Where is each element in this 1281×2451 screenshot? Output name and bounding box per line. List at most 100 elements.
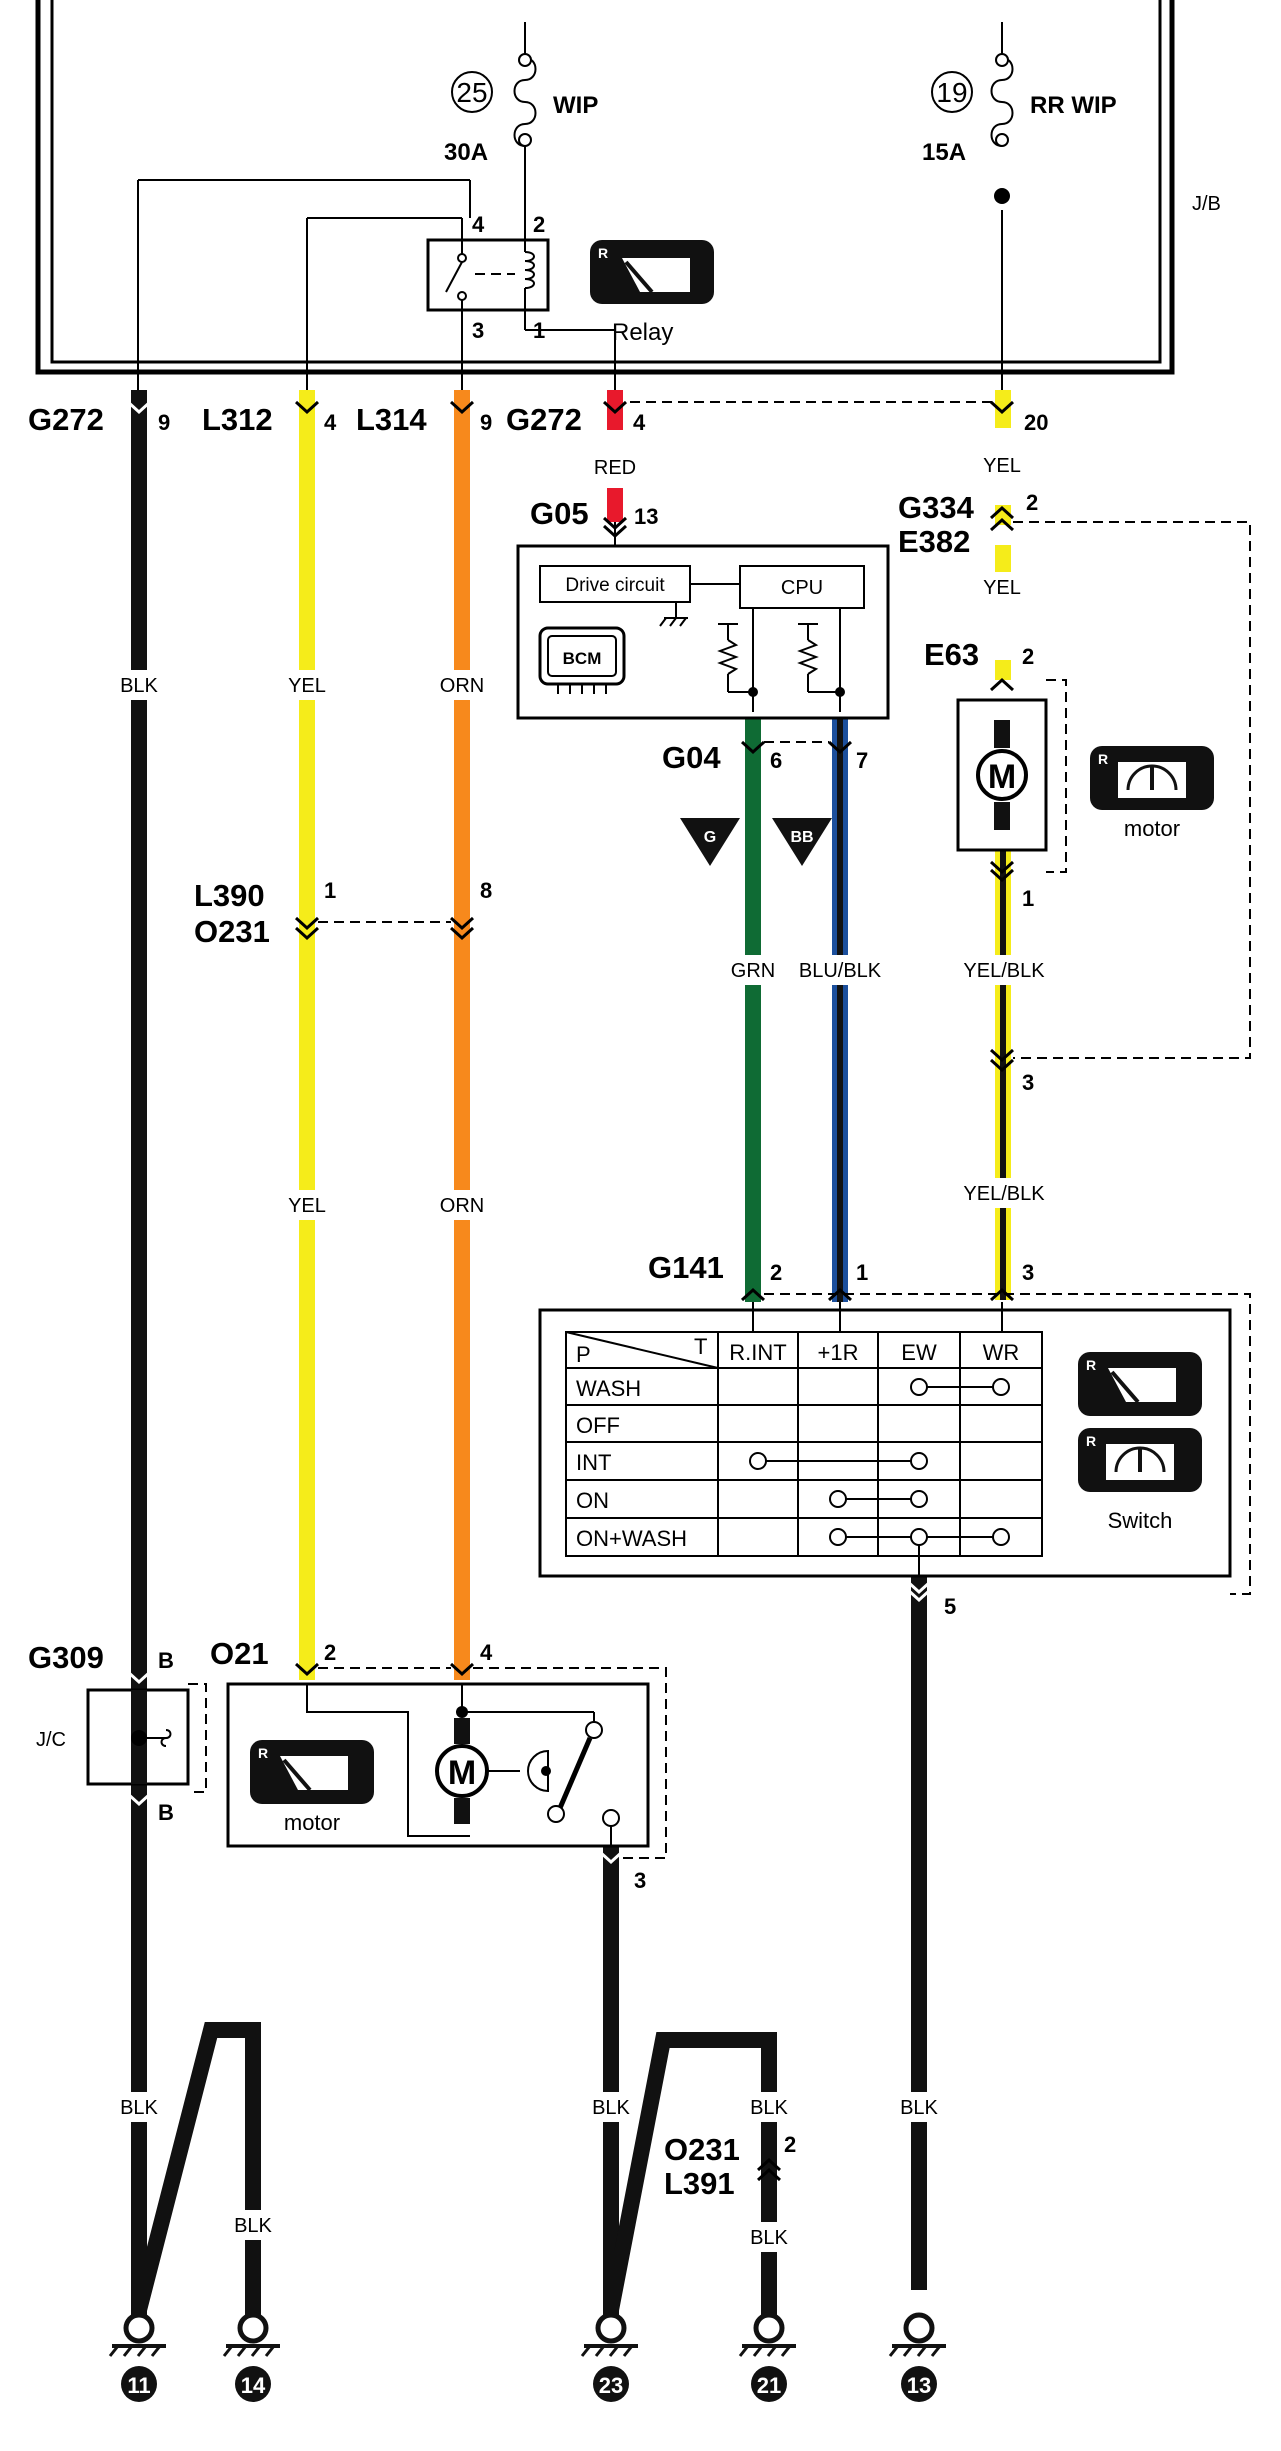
switch-row-off: OFF [576, 1413, 620, 1438]
wire-yel-blk [995, 850, 1011, 1300]
switch-row-int: INT [576, 1450, 611, 1475]
wire-label-red: RED [594, 457, 636, 479]
connector-g272-left-pin: 9 [158, 410, 170, 435]
ground-13: 13 [888, 2312, 946, 2402]
ground-11-number: 11 [127, 2373, 150, 2398]
connector-o231: O231 [194, 914, 270, 949]
ground-branches [131, 2022, 777, 2330]
svg-text:R: R [598, 245, 608, 261]
svg-text:R: R [1098, 751, 1108, 767]
svg-text:R: R [1086, 1433, 1096, 1449]
switch-row-on: ON [576, 1488, 609, 1513]
switch-col-ew: EW [901, 1340, 937, 1365]
wire-blu-blk [832, 712, 848, 1302]
wire-label-blk-ground-21-lower: BLK [750, 2227, 788, 2249]
connector-g04: G04 [662, 740, 721, 775]
fuse-rr-wip-number: 19 [936, 77, 967, 108]
top-connector-marks [126, 400, 1015, 415]
connector-g04-pin-6: 6 [770, 748, 782, 773]
fuse-wip-rating: 30A [444, 139, 488, 166]
connector-e382: E382 [898, 524, 970, 559]
rear-motor-label: motor [1124, 816, 1180, 841]
wire-label-blk-ground-14: BLK [234, 2215, 272, 2237]
connector-g141: G141 [648, 1250, 724, 1285]
wire-blk-switch [911, 1570, 927, 2290]
switch-label: Switch [1108, 1508, 1173, 1533]
front-motor-out-pin: 3 [634, 1868, 646, 1893]
ground-13-number: 13 [907, 2373, 931, 2398]
connector-g272-right-pin: 4 [633, 410, 646, 435]
rear-wiper-motor: G334 E382 2 E63 2 M 1 3 R motor [898, 490, 1251, 1095]
wire-label-yel-blk-upper: YEL/BLK [963, 960, 1045, 982]
rear-motor-pin-3: 3 [1022, 1070, 1034, 1095]
fuse-rr-wip: 19 RR WIP 15A [922, 22, 1117, 204]
relay-label: Relay [612, 319, 673, 346]
connector-l312: L312 [202, 402, 273, 437]
bcm-drive-circuit: Drive circuit [565, 575, 665, 596]
connector-e63-pin-1: 1 [1022, 886, 1034, 911]
switch-row-wash: WASH [576, 1376, 641, 1401]
wire-label-blu-blk: BLU/BLK [799, 960, 882, 982]
connector-g309-pin-bottom: B [158, 1800, 174, 1825]
fuse-rr-wip-number-circle [931, 71, 973, 113]
connector-o21-pin-4: 4 [480, 1640, 493, 1665]
marker-bb [772, 818, 832, 866]
relay: 4 2 3 1 R Relay [137, 179, 714, 395]
wire-label-blk-ground-13: BLK [900, 2097, 938, 2119]
connector-o21: O21 [210, 1636, 269, 1671]
wire-label-blk-ground-23: BLK [592, 2097, 630, 2119]
relay-pin-4: 4 [472, 212, 485, 237]
wiper-switch: G141 2 1 3 P T R.INT +1R EW WR WASH OFF … [538, 1250, 1251, 1619]
switch-header-p: P [576, 1342, 591, 1367]
connector-g272-right: G272 [506, 402, 582, 437]
switch-row-on-wash: ON+WASH [576, 1526, 687, 1551]
junction-block-label: J/B [1192, 193, 1221, 215]
wire-label-yel-blk-lower: YEL/BLK [963, 1183, 1045, 1205]
junction-block: J/B [35, 0, 1221, 375]
rear-motor-symbol: M [988, 758, 1016, 796]
ground-14-number: 14 [241, 2373, 266, 2398]
bcm-output-connector: G04 6 7 G BB [662, 740, 868, 866]
wire-yel [299, 390, 315, 1680]
ground-21: 21 [738, 2312, 796, 2402]
splice-point [994, 188, 1010, 204]
front-motor-label: motor [284, 1810, 340, 1835]
connector-g04-pin-7: 7 [856, 748, 868, 773]
front-wiper-motor: O21 2 4 M R motor 3 [210, 1636, 667, 1893]
connector-g334: G334 [898, 490, 975, 525]
relay-pin-2: 2 [533, 212, 545, 237]
jc-label: J/C [36, 1729, 66, 1751]
fuse-wip-name: WIP [553, 92, 598, 119]
ground-23: 23 [580, 2312, 638, 2402]
wire-label-blk-ground-11: BLK [120, 2097, 158, 2119]
wire-blk-front-motor [603, 1840, 619, 2290]
fuse-wip: 25 WIP 30A [444, 22, 598, 215]
connector-o231-ground-pin: 2 [784, 2132, 796, 2157]
connector-g141-pin-3: 3 [1022, 1260, 1034, 1285]
connector-l312-pin: 4 [324, 410, 337, 435]
wire-label-yel-right: YEL [983, 455, 1021, 477]
front-motor-symbol: M [448, 1754, 476, 1792]
connector-g334-pin: 2 [1026, 490, 1038, 515]
connector-e63-pin-2: 2 [1022, 644, 1034, 669]
svg-text:BB: BB [790, 829, 813, 846]
wire-yel-top-right [995, 210, 1011, 680]
connector-l314: L314 [356, 402, 427, 437]
connector-e63: E63 [924, 637, 979, 672]
bcm-cpu: CPU [781, 577, 823, 599]
connector-g141-pin-1: 1 [856, 1260, 868, 1285]
connector-l391: L391 [664, 2166, 735, 2201]
connector-o21-pin-2: 2 [324, 1640, 336, 1665]
wire-label-orn-lower: ORN [440, 1195, 484, 1217]
connector-20-pin: 20 [1024, 410, 1048, 435]
connector-g141-pin-2: 2 [770, 1260, 782, 1285]
ground-21-number: 21 [757, 2373, 781, 2398]
ground-11: 11 [108, 2312, 166, 2402]
connector-l390: L390 [194, 878, 265, 913]
wire-label-yel-upper: YEL [288, 675, 326, 697]
wire-label-blk-left: BLK [120, 675, 158, 697]
connector-l314-pin: 9 [480, 410, 492, 435]
connector-g05-pin: 13 [634, 504, 658, 529]
fuse-wip-number: 25 [456, 77, 487, 108]
